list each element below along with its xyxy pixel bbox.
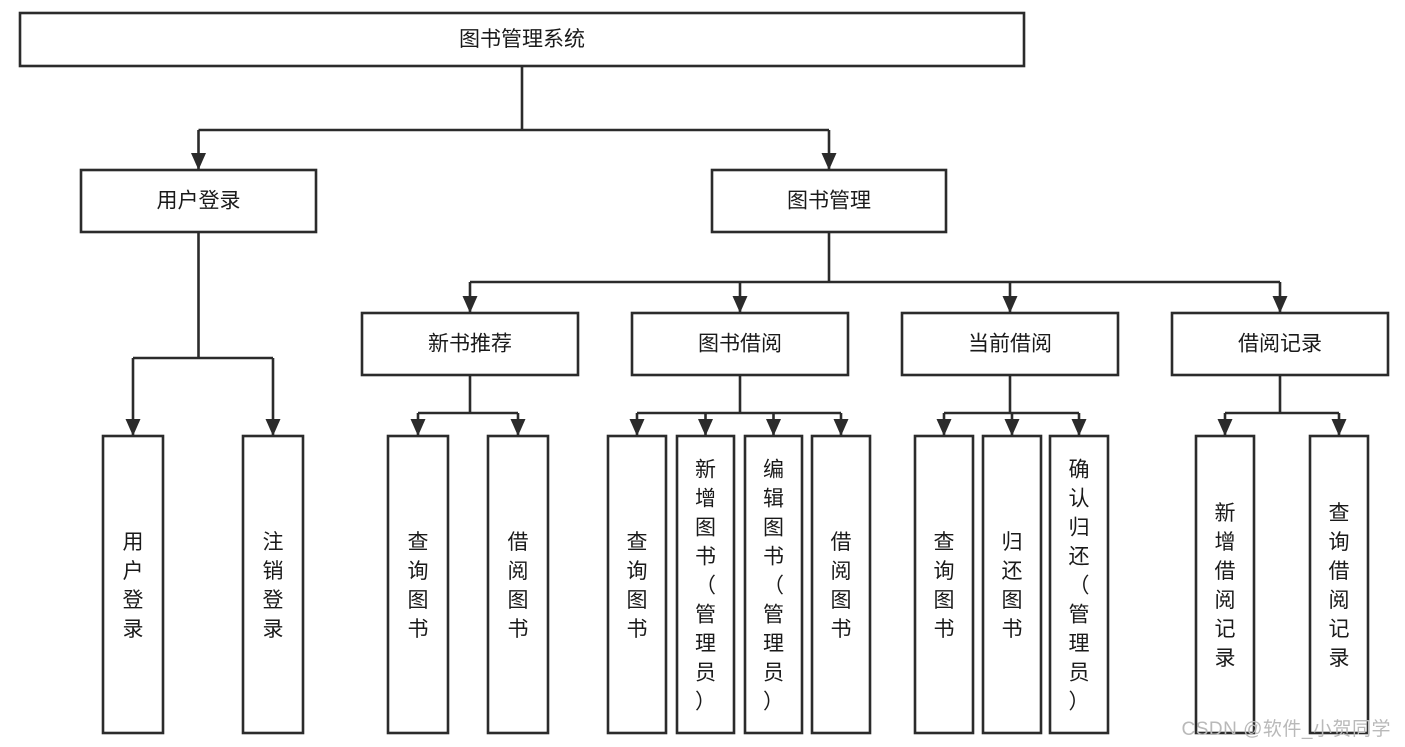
node-box	[981, 434, 1043, 735]
node-borrow-record[interactable]: 借阅记录	[1170, 311, 1390, 377]
node-label: 新增图书（管理员）	[695, 459, 716, 714]
node-leaf-query-record[interactable]: 查询借阅记录	[1308, 434, 1370, 735]
node-label: 归还图书	[1002, 531, 1023, 641]
node-label: 借阅记录	[1238, 333, 1322, 356]
node-label: 新增借阅记录	[1215, 502, 1236, 670]
node-leaf-add-record[interactable]: 新增借阅记录	[1194, 434, 1256, 735]
arrow-head-icon	[1002, 296, 1018, 313]
node-label: 图书管理	[787, 190, 871, 213]
node-label: 新书推荐	[428, 333, 512, 356]
node-label: 查询图书	[408, 531, 429, 641]
node-label: 用户登录	[157, 190, 241, 213]
node-label: 当前借阅	[968, 333, 1052, 356]
node-leaf-user-login[interactable]: 用户登录	[101, 434, 165, 735]
node-leaf-edit-book[interactable]: 编辑图书（管理员）	[743, 434, 804, 735]
node-label: 查询借阅记录	[1329, 502, 1350, 670]
node-book-borrow[interactable]: 图书借阅	[630, 311, 850, 377]
node-book-manage[interactable]: 图书管理	[710, 168, 948, 234]
node-box	[900, 311, 1120, 377]
node-leaf-logout[interactable]: 注销登录	[241, 434, 305, 735]
node-box	[1170, 311, 1390, 377]
connector-lines-layer	[125, 66, 1347, 436]
node-label: 注销登录	[263, 531, 284, 641]
arrow-head-icon	[265, 419, 281, 436]
arrow-head-icon	[821, 153, 837, 170]
arrow-head-icon	[936, 419, 952, 436]
node-leaf-query-book-2[interactable]: 查询图书	[606, 434, 668, 735]
node-user-login[interactable]: 用户登录	[79, 168, 318, 234]
node-box	[1308, 434, 1370, 735]
nodes-layer: 图书管理系统用户登录图书管理新书推荐图书借阅当前借阅借阅记录用户登录注销登录查询…	[18, 11, 1390, 735]
node-box	[675, 434, 736, 735]
arrow-head-icon	[629, 419, 645, 436]
node-box	[606, 434, 668, 735]
node-box	[710, 168, 948, 234]
arrow-head-icon	[1217, 419, 1233, 436]
node-label: 编辑图书（管理员）	[763, 459, 784, 714]
node-box	[1194, 434, 1256, 735]
node-box	[79, 168, 318, 234]
node-label: 借阅图书	[831, 531, 852, 641]
node-leaf-confirm-return[interactable]: 确认归还（管理员）	[1048, 434, 1110, 735]
arrow-head-icon	[125, 419, 141, 436]
node-box	[486, 434, 550, 735]
node-box	[630, 311, 850, 377]
node-box	[18, 11, 1026, 68]
csdn-watermark: CSDN @软件_小贺同学	[1181, 719, 1391, 740]
arrow-head-icon	[833, 419, 849, 436]
node-box	[913, 434, 975, 735]
arrow-head-icon	[510, 419, 526, 436]
node-box	[1048, 434, 1110, 735]
node-box	[241, 434, 305, 735]
node-current-borrow[interactable]: 当前借阅	[900, 311, 1120, 377]
node-leaf-borrow-book-1[interactable]: 借阅图书	[486, 434, 550, 735]
node-label: 查询图书	[934, 531, 955, 641]
node-box	[386, 434, 450, 735]
node-box	[810, 434, 872, 735]
node-leaf-query-book-3[interactable]: 查询图书	[913, 434, 975, 735]
arrow-head-icon	[732, 296, 748, 313]
node-label: 查询图书	[627, 531, 648, 641]
node-box	[101, 434, 165, 735]
node-leaf-query-book-1[interactable]: 查询图书	[386, 434, 450, 735]
arrow-head-icon	[1071, 419, 1087, 436]
node-leaf-borrow-book-2[interactable]: 借阅图书	[810, 434, 872, 735]
node-leaf-add-book[interactable]: 新增图书（管理员）	[675, 434, 736, 735]
node-box	[743, 434, 804, 735]
arrow-head-icon	[766, 419, 781, 436]
node-label: 确认归还（管理员）	[1069, 459, 1090, 714]
arrow-head-icon	[191, 153, 206, 170]
node-leaf-return-book[interactable]: 归还图书	[981, 434, 1043, 735]
node-label: 图书管理系统	[459, 28, 585, 51]
node-label: 用户登录	[123, 531, 144, 641]
node-box	[360, 311, 580, 377]
arrow-head-icon	[698, 419, 713, 436]
node-new-book-rec[interactable]: 新书推荐	[360, 311, 580, 377]
node-root[interactable]: 图书管理系统	[18, 11, 1026, 68]
node-label: 借阅图书	[508, 531, 529, 641]
arrow-head-icon	[410, 419, 426, 436]
arrow-head-icon	[1331, 419, 1347, 436]
node-label: 图书借阅	[698, 333, 782, 356]
arrow-head-icon	[1004, 419, 1020, 436]
arrow-head-icon	[1272, 296, 1288, 313]
arrow-head-icon	[462, 296, 478, 313]
